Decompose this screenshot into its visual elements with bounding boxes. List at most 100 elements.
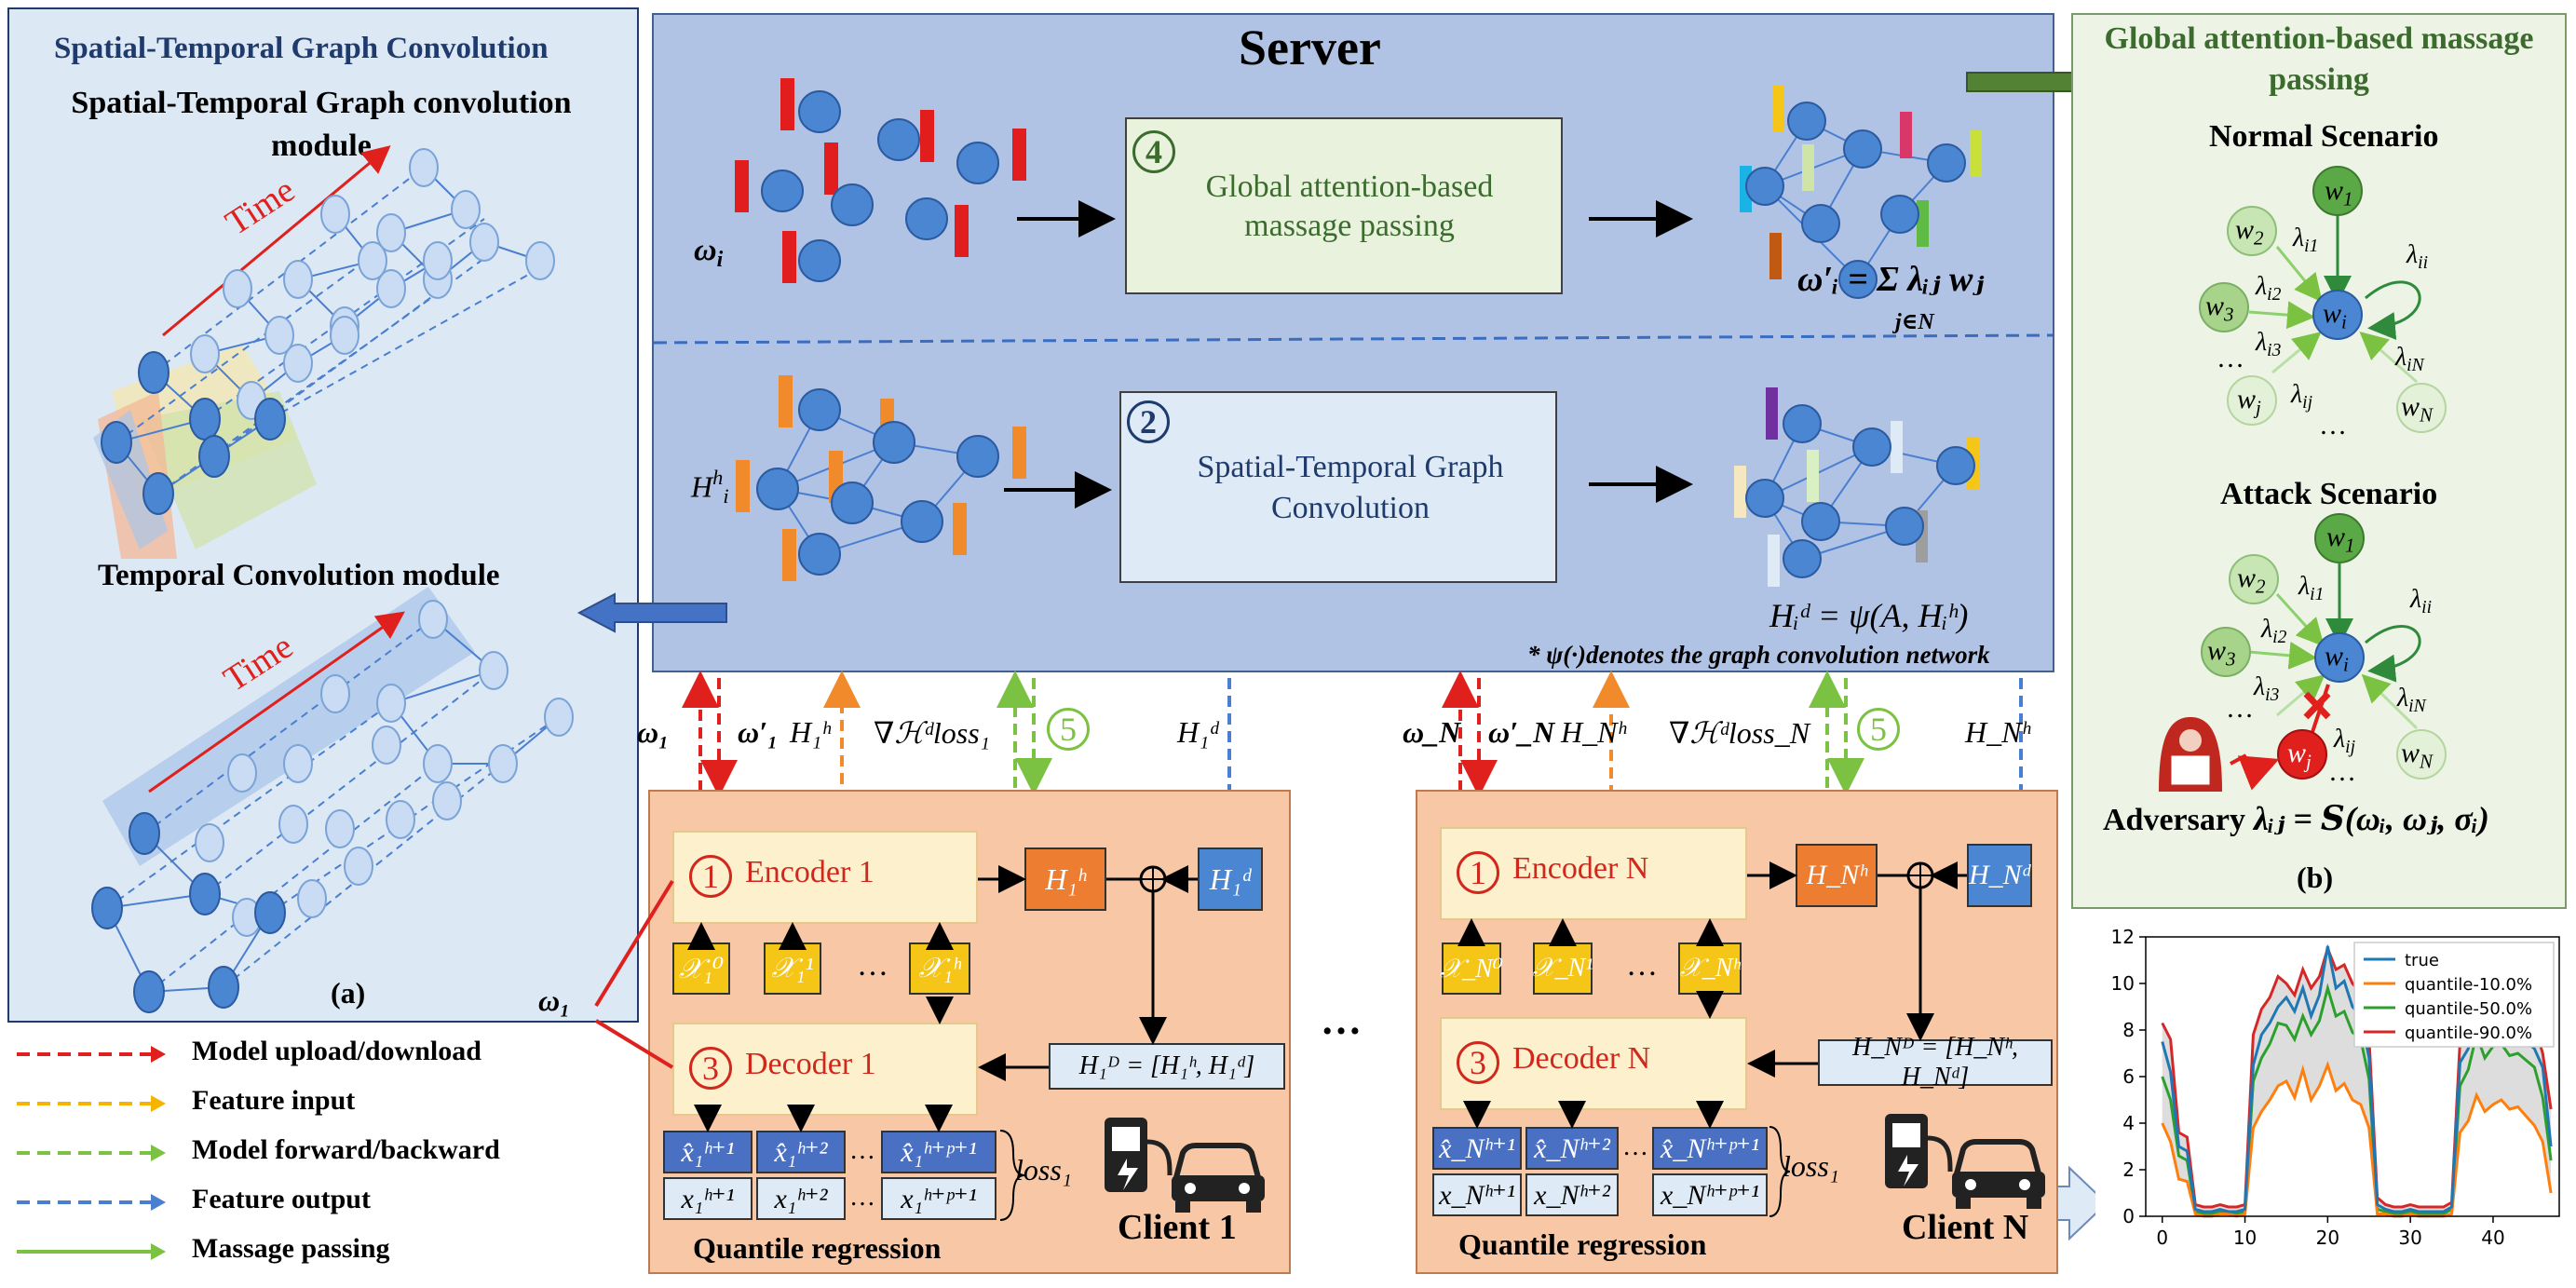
chart-xtick-label-30: 30 bbox=[2398, 1227, 2421, 1249]
attack-lambda-ij: λij bbox=[2334, 725, 2356, 757]
chart-xtick-label-0: 0 bbox=[2156, 1227, 2168, 1249]
clientN-decoder: 3 Decoder N bbox=[1457, 1041, 1650, 1084]
clientN-hD-box: H_Nᴰ = [H_Nʰ, H_Nᵈ] bbox=[1818, 1033, 2053, 1091]
clientN-step3-number: 3 bbox=[1457, 1041, 1499, 1084]
dots-attack-right: … bbox=[2328, 756, 2356, 787]
client1-x1-box: 𝒳₁¹ bbox=[764, 942, 821, 995]
adversary-formula: λᵢⱼ = 𝑺(ωᵢ, ωⱼ, σᵢ) bbox=[2254, 800, 2489, 837]
node-wN: wN bbox=[2401, 391, 2434, 427]
cN-h-h: H_Nʰ bbox=[1561, 715, 1626, 749]
c1-grad: ∇ℋᵈloss₁ bbox=[874, 716, 990, 750]
panel-a-title: Spatial-Temporal Graph Convolution bbox=[54, 32, 549, 65]
attack-node-wj: wj bbox=[2287, 738, 2312, 773]
formula-top: ω′ᵢ = Σ λᵢⱼ wⱼ bbox=[1797, 260, 1985, 299]
chart-legend-label-2: quantile-50.0% bbox=[2405, 999, 2532, 1019]
clientN-qr: Quantile regression bbox=[1458, 1227, 1707, 1261]
formula-top-sub: j∈N bbox=[1895, 310, 1934, 334]
attack-node-w3: w3 bbox=[2207, 635, 2236, 671]
clientN-x1: 𝒳_N¹ bbox=[1532, 954, 1593, 983]
hacker-icon bbox=[2159, 717, 2222, 792]
chart-legend-label-0: true bbox=[2405, 951, 2439, 970]
cN-grad: ∇ℋᵈloss_N bbox=[1669, 716, 1810, 750]
client1-loss: loss₁ bbox=[1015, 1153, 1072, 1186]
st-graph bbox=[93, 145, 555, 559]
ev-charger-icon bbox=[1105, 1118, 1173, 1192]
attack-node-wi: wi bbox=[2325, 641, 2349, 676]
legend-label-0: Model upload/download bbox=[192, 1036, 481, 1066]
client1-pred-3: x̂₁ʰ⁺ᵖ⁺¹ bbox=[881, 1131, 997, 1173]
client1-hh-box: H₁ʰ bbox=[1024, 847, 1106, 911]
clientN-label: Client N bbox=[1902, 1208, 2029, 1247]
attack-lambda-ii: λii bbox=[2410, 585, 2433, 617]
footnote: * ψ(·)denotes the graph convolution netw… bbox=[1527, 641, 1990, 669]
lambda-i2: λi2 bbox=[2256, 272, 2282, 305]
c1-step5-number: 5 bbox=[1047, 708, 1090, 751]
chart-legend-box bbox=[2353, 942, 2555, 1048]
ev-charger-icon-n bbox=[1885, 1114, 1953, 1188]
clientN-decoder-label: Decoder N bbox=[1512, 1041, 1651, 1076]
legend-label-1: Feature input bbox=[192, 1085, 356, 1116]
client1-xh-box: 𝒳₁ʰ bbox=[909, 942, 970, 995]
clientN-pred-1: x̂_Nʰ⁺¹ bbox=[1432, 1127, 1522, 1170]
chart-ytick-label-10: 10 bbox=[2111, 972, 2135, 995]
clientN-x1-box: 𝒳_N¹ bbox=[1532, 942, 1593, 995]
chart-ytick-label-6: 6 bbox=[2122, 1065, 2135, 1088]
chart-series-quantile-10-0- bbox=[2161, 1061, 2553, 1218]
client1-step3-number: 3 bbox=[689, 1047, 732, 1090]
chart-ytick-label-2: 2 bbox=[2122, 1159, 2135, 1181]
clientN-hD: H_Nᴰ = [H_Nʰ, H_Nᵈ] bbox=[1852, 1033, 2018, 1091]
step4-number: 4 bbox=[1132, 130, 1175, 173]
step4-box bbox=[1125, 117, 1563, 294]
cN-omega-prime: ω′_N bbox=[1488, 715, 1555, 749]
cN-h-h-out: H_Nʰ bbox=[1965, 715, 2030, 749]
clientN-x0: 𝒳_N⁰ bbox=[1440, 955, 1503, 983]
chart-ytick-label-0: 0 bbox=[2122, 1205, 2135, 1227]
clientN-hh: H_Nʰ bbox=[1806, 860, 1867, 890]
chart-legend-label-1: quantile-10.0% bbox=[2405, 975, 2532, 995]
client1-true-3: x₁ʰ⁺ᵖ⁺¹ bbox=[881, 1177, 997, 1220]
clientN-loss: loss₁ bbox=[1783, 1149, 1839, 1183]
server-title: Server bbox=[1239, 20, 1381, 75]
attack-scenario-label: Attack Scenario bbox=[2220, 477, 2438, 511]
attention-graph bbox=[1740, 86, 1982, 299]
panel-a-caption: (a) bbox=[331, 976, 366, 1010]
between-clients-dots: … bbox=[1321, 997, 1362, 1043]
attack-node-wN: wN bbox=[2401, 738, 2434, 773]
client1-x0-box: 𝒳₁⁰ bbox=[672, 942, 730, 995]
panel-b-caption: (b) bbox=[2297, 861, 2334, 894]
clientN-true-3: x_Nʰ⁺ᵖ⁺¹ bbox=[1652, 1173, 1768, 1216]
st-module-label: Spatial-Temporal Graph convolution modul… bbox=[71, 86, 572, 163]
legend-arrowhead-3 bbox=[151, 1194, 166, 1211]
lambda-i3: λi3 bbox=[2256, 328, 2282, 360]
adversary-label: Adversary bbox=[2103, 803, 2245, 837]
attack-node-w2: w2 bbox=[2237, 563, 2266, 598]
tc-module-label: Temporal Convolution module bbox=[98, 559, 500, 592]
normal-scenario-label: Normal Scenario bbox=[2209, 119, 2439, 154]
client1-pred-dots: … bbox=[849, 1136, 875, 1165]
chart-ytick-label-4: 4 bbox=[2122, 1112, 2135, 1134]
client1-label: Client 1 bbox=[1118, 1208, 1237, 1247]
step4-label: Global attention-based massage passing bbox=[1205, 169, 1494, 243]
chart-xtick-label-40: 40 bbox=[2481, 1227, 2504, 1249]
c1-omega: ω₁ bbox=[637, 715, 670, 749]
normal-graph bbox=[2199, 166, 2447, 433]
dots-normal-right: … bbox=[2319, 410, 2347, 441]
hih-label: Hhi bbox=[691, 466, 729, 508]
omega-i-label: ωi bbox=[694, 233, 724, 273]
formula-bottom: Hᵢᵈ = ψ(A, Hᵢʰ) bbox=[1769, 597, 1969, 634]
cN-step5-number: 5 bbox=[1857, 708, 1900, 751]
chart-ytick-label-8: 8 bbox=[2122, 1019, 2135, 1041]
clientN-true-2: x_Nʰ⁺² bbox=[1525, 1173, 1619, 1216]
cN-step5: 5 bbox=[1857, 708, 1913, 751]
clientN-encoder-label: Encoder N bbox=[1512, 851, 1649, 886]
client1-pred-1: x̂₁ʰ⁺¹ bbox=[663, 1131, 752, 1173]
